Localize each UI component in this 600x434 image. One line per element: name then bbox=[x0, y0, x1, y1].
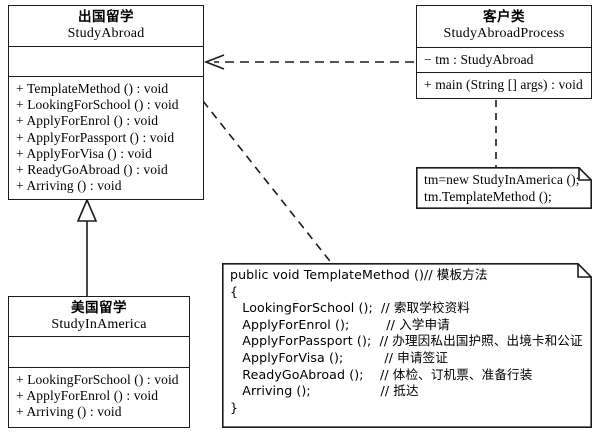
code-line: { bbox=[230, 283, 239, 299]
note-template-method-code[interactable]: public void TemplateMethod ()// 模板方法 { L… bbox=[222, 263, 592, 428]
class-box-study-in-america[interactable]: 美国留学 StudyInAmerica + LookingForSchool (… bbox=[8, 296, 190, 428]
note-template-method-text: public void TemplateMethod ()// 模板方法 { L… bbox=[230, 267, 588, 416]
method-item: + Arriving () : void bbox=[16, 178, 122, 194]
class-en-name: StudyAbroadProcess bbox=[443, 26, 565, 42]
class-methods-client: + main (String [] args) : void bbox=[417, 73, 591, 96]
code-line: Arriving (); // 抵达 bbox=[230, 383, 419, 399]
code-line: ApplyForVisa (); // 申请签证 bbox=[230, 349, 448, 365]
generalization-studyinamerica-to-studyabroad bbox=[76, 197, 98, 296]
class-methods-study-abroad: + TemplateMethod () : void + LookingForS… bbox=[9, 77, 203, 197]
class-box-study-abroad[interactable]: 出国留学 StudyAbroad + TemplateMethod () : v… bbox=[8, 5, 204, 200]
note-anchor-template-line bbox=[202, 100, 334, 266]
class-cn-name: 客户类 bbox=[483, 9, 525, 25]
method-item: + ApplyForEnrol () : void bbox=[16, 113, 159, 129]
class-methods-study-in-america: + LookingForSchool () : void + ApplyForE… bbox=[9, 368, 189, 424]
code-line: LookingForSchool (); // 索取学校资料 bbox=[230, 300, 470, 316]
method-item: + ApplyForVisa () : void bbox=[16, 145, 152, 161]
code-line: } bbox=[230, 399, 239, 415]
method-item: + LookingForSchool () : void bbox=[16, 97, 179, 113]
class-attributes-client: − tm : StudyAbroad bbox=[417, 48, 591, 73]
attribute-item: − tm : StudyAbroad bbox=[424, 52, 534, 67]
method-item: + Arriving () : void bbox=[16, 404, 122, 420]
method-item: + main (String [] args) : void bbox=[424, 77, 583, 92]
method-item: + TemplateMethod () : void bbox=[16, 81, 169, 96]
method-item: + ApplyForEnrol () : void bbox=[16, 388, 159, 404]
method-item: + ReadyGoAbroad () : void bbox=[16, 162, 168, 178]
class-header-client: 客户类 StudyAbroadProcess bbox=[417, 6, 591, 48]
code-line: ApplyForPassport (); // 办理因私出国护照、出境卡和公证 bbox=[230, 333, 583, 349]
class-en-name: StudyInAmerica bbox=[51, 317, 147, 333]
class-attributes-study-abroad bbox=[9, 47, 203, 77]
class-cn-name: 美国留学 bbox=[71, 300, 127, 316]
note-client-code-text: tm=new StudyInAmerica (); tm.TemplateMet… bbox=[424, 172, 588, 205]
code-line: ApplyForEnrol (); // 入学申请 bbox=[230, 316, 450, 332]
class-box-client[interactable]: 客户类 StudyAbroadProcess − tm : StudyAbroa… bbox=[416, 5, 592, 99]
method-item: + ApplyForPassport () : void bbox=[16, 129, 175, 145]
class-attributes-study-in-america bbox=[9, 337, 189, 368]
class-header-study-in-america: 美国留学 StudyInAmerica bbox=[9, 297, 189, 337]
class-header-study-abroad: 出国留学 StudyAbroad bbox=[9, 6, 203, 47]
note-shape bbox=[222, 263, 592, 428]
note-line: tm.TemplateMethod (); bbox=[424, 188, 552, 204]
code-line: public void TemplateMethod ()// 模板方法 bbox=[230, 267, 488, 282]
class-en-name: StudyAbroad bbox=[67, 26, 145, 42]
note-client-code[interactable]: tm=new StudyInAmerica (); tm.TemplateMet… bbox=[416, 167, 592, 209]
note-shape bbox=[416, 167, 592, 209]
code-line: ReadyGoAbroad (); // 体检、订机票、准备行装 bbox=[230, 366, 533, 382]
dependency-client-to-studyabroad bbox=[203, 54, 414, 70]
method-item: + LookingForSchool () : void bbox=[16, 372, 179, 387]
class-cn-name: 出国留学 bbox=[78, 9, 134, 25]
note-line: tm=new StudyInAmerica (); bbox=[424, 172, 580, 187]
